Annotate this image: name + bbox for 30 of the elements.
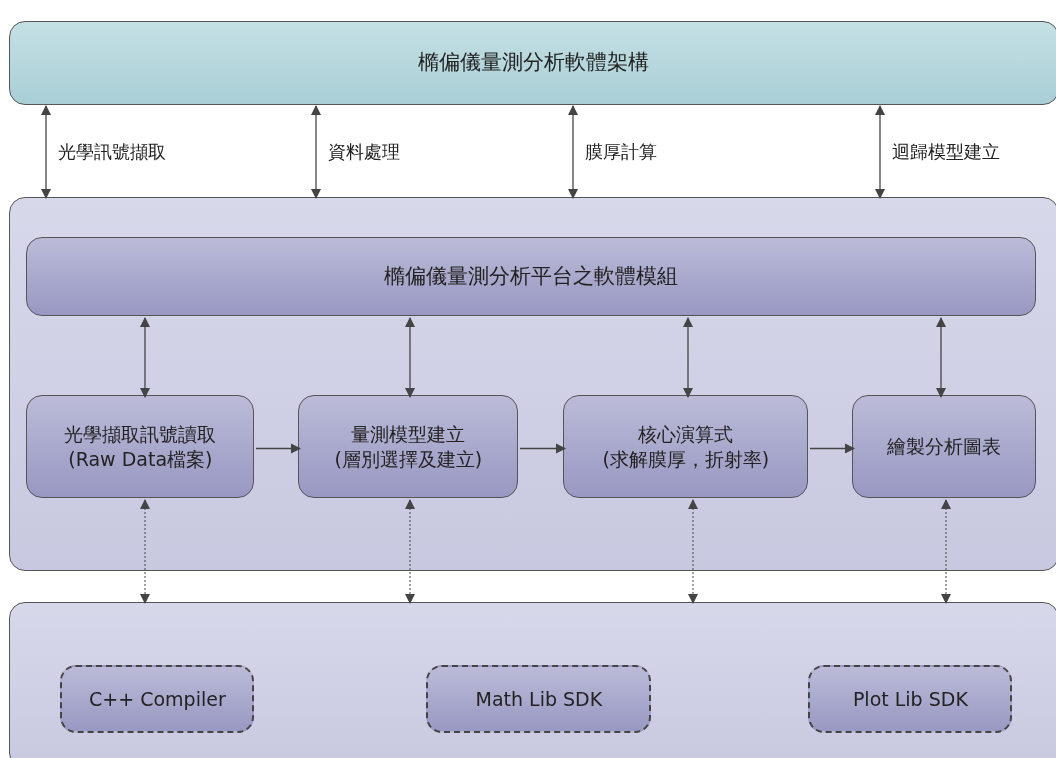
- library-box: C++ Compiler: [60, 665, 255, 734]
- arrow: [683, 317, 693, 398]
- edge-label: 迴歸模型建立: [890, 140, 1002, 164]
- arrow: [941, 499, 951, 604]
- panel-background: [8, 196, 1056, 571]
- arrow: [875, 105, 885, 199]
- edge-label: 膜厚計算: [583, 140, 659, 164]
- module-band: 橢偏儀量測分析平台之軟體模組: [26, 237, 1037, 317]
- arrow: [936, 317, 946, 398]
- process-box: 光學擷取訊號讀取 (Raw Data檔案): [26, 395, 255, 499]
- arrow: [688, 499, 698, 604]
- arrow: [809, 443, 855, 454]
- arrow: [140, 317, 150, 398]
- arrow: [41, 105, 51, 199]
- title-band: 橢偏儀量測分析軟體架構: [8, 20, 1056, 105]
- library-box: Math Lib SDK: [426, 665, 652, 734]
- process-box: 繪製分析圖表: [852, 395, 1037, 499]
- arrow: [255, 443, 301, 454]
- edge-label: 光學訊號擷取: [56, 140, 168, 164]
- panel-background: [8, 601, 1056, 758]
- process-box: 量測模型建立 (層別選擇及建立): [298, 395, 519, 499]
- arrow: [519, 443, 566, 454]
- arrow: [405, 499, 415, 604]
- edge-label: 資料處理: [326, 140, 402, 164]
- process-box: 核心演算式 (求解膜厚，折射率): [563, 395, 809, 499]
- arrow: [311, 105, 321, 199]
- arrow: [140, 499, 150, 604]
- arrow: [405, 317, 415, 398]
- library-box: Plot Lib SDK: [808, 665, 1013, 734]
- arrow: [568, 105, 578, 199]
